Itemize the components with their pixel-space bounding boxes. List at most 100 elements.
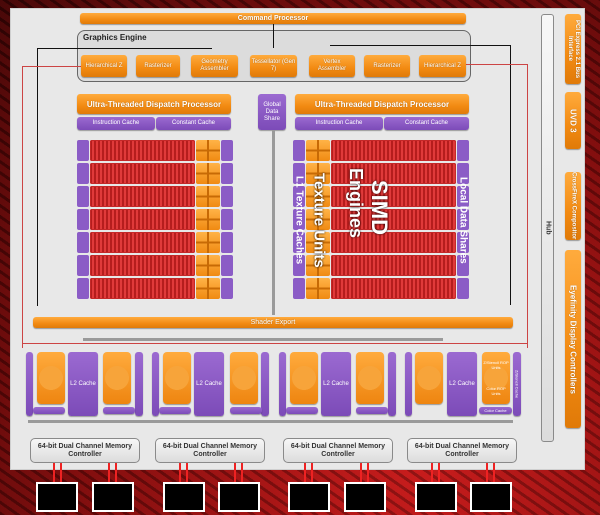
simd-engine xyxy=(90,232,195,253)
texture-unit xyxy=(306,163,330,184)
rop-units xyxy=(415,352,443,404)
memory-chip xyxy=(415,482,457,512)
z-stencil-cache xyxy=(135,352,143,416)
texture-unit xyxy=(306,209,330,230)
wire xyxy=(330,45,510,46)
simd-row xyxy=(77,186,233,207)
texture-unit xyxy=(306,255,330,276)
rop-units xyxy=(163,352,191,404)
simd-label: SIMD xyxy=(367,180,392,235)
arrow xyxy=(431,463,433,482)
color-cache xyxy=(103,407,135,414)
texture-unit xyxy=(306,140,330,161)
color-cache xyxy=(230,407,262,414)
color-cache xyxy=(159,407,191,414)
rop-units xyxy=(290,352,318,404)
geometry-assembler: Geometry Assembler xyxy=(191,55,238,77)
z-stencil-cache-labeled: Z/Stencil Cache xyxy=(513,352,521,416)
wire xyxy=(272,130,275,315)
dispatch-processor-right: Ultra-Threaded Dispatch Processor xyxy=(295,94,469,114)
simd-array-right xyxy=(293,140,469,304)
graphics-engine-title: Graphics Engine xyxy=(83,33,147,42)
simd-row xyxy=(293,255,469,276)
memory-controller: 64-bit Dual Channel Memory Controller xyxy=(30,438,140,463)
rop-units-labeled: Z/Stencil ROP Units Color ROP Units xyxy=(482,352,510,404)
constant-cache-right: Constant Cache xyxy=(384,117,469,130)
z-stencil-cache xyxy=(261,352,269,416)
memory-chip xyxy=(288,482,330,512)
rasterizer-left: Rasterizer xyxy=(136,55,180,77)
arrow xyxy=(493,463,495,482)
arrow xyxy=(179,463,181,482)
simd-row xyxy=(293,163,469,184)
arrow xyxy=(234,463,236,482)
memory-controller: 64-bit Dual Channel Memory Controller xyxy=(407,438,517,463)
arrow xyxy=(241,463,243,482)
rop-units xyxy=(356,352,384,404)
memory-chip xyxy=(218,482,260,512)
z-stencil-cache xyxy=(405,352,412,416)
l1-texture-caches-label: L1 Texture Caches xyxy=(293,175,305,265)
hierarchical-z-left: Hierarchical Z xyxy=(81,55,127,77)
wire xyxy=(273,24,274,48)
texture-unit xyxy=(306,232,330,253)
eyefinity-display-controllers: Eyefinity Display Controllers xyxy=(565,250,581,428)
simd-engine xyxy=(331,186,456,207)
instruction-cache-right: Instruction Cache xyxy=(295,117,383,130)
simd-engine xyxy=(90,140,195,161)
wire xyxy=(510,45,511,305)
arrow xyxy=(53,463,55,482)
constant-cache-left: Constant Cache xyxy=(156,117,231,130)
rop-units xyxy=(37,352,65,404)
memory-chip xyxy=(36,482,78,512)
simd-row xyxy=(77,255,233,276)
wire xyxy=(28,420,513,423)
simd-row xyxy=(77,232,233,253)
arrow xyxy=(304,463,306,482)
l2-cache: L2 Cache xyxy=(194,352,224,416)
tessellator: Tessellator (Gen 7) xyxy=(250,55,297,77)
memory-controller: 64-bit Dual Channel Memory Controller xyxy=(283,438,393,463)
z-stencil-cache xyxy=(26,352,33,416)
arrow xyxy=(486,463,488,482)
simd-row xyxy=(77,163,233,184)
wire-red xyxy=(22,66,23,348)
arrow xyxy=(367,463,369,482)
memory-chip xyxy=(344,482,386,512)
z-stencil-cache xyxy=(388,352,396,416)
simd-engine xyxy=(90,163,195,184)
memory-controller: 64-bit Dual Channel Memory Controller xyxy=(155,438,265,463)
simd-row xyxy=(293,209,469,230)
simd-row xyxy=(77,140,233,161)
color-cache xyxy=(356,407,388,414)
instruction-cache-left: Instruction Cache xyxy=(77,117,155,130)
texture-unit xyxy=(196,255,220,276)
arrow xyxy=(108,463,110,482)
color-cache xyxy=(286,407,318,414)
color-cache xyxy=(33,407,65,414)
wire xyxy=(37,48,38,306)
memory-chip xyxy=(470,482,512,512)
texture-units-label: Texture Units xyxy=(310,172,328,268)
simd-engine xyxy=(331,255,456,276)
simd-engine xyxy=(331,140,456,161)
global-data-share: Global Data Share xyxy=(258,94,286,130)
rop-units xyxy=(230,352,258,404)
crossfirex-compositor: CrossFireX Compositor xyxy=(565,172,581,240)
color-cache-labeled: Color Cache xyxy=(479,407,512,414)
l2-cache: L2 Cache xyxy=(447,352,477,416)
command-processor: Command Processor xyxy=(80,13,466,24)
memory-chip xyxy=(163,482,205,512)
pci-express-bus-interface: PCI Express 2.1 Bus Interface xyxy=(565,14,581,84)
simd-engine xyxy=(331,209,456,230)
arrow xyxy=(115,463,117,482)
simd-array-left xyxy=(77,140,233,304)
uvd3: UVD 3 xyxy=(565,92,581,149)
zstencil-rop-label: Z/Stencil ROP Units xyxy=(483,360,509,370)
arrow xyxy=(438,463,440,482)
wire xyxy=(83,338,443,341)
simd-engine xyxy=(90,186,195,207)
wire-red xyxy=(527,64,528,348)
z-stencil-cache xyxy=(152,352,159,416)
engines-label: Engines xyxy=(346,168,366,239)
